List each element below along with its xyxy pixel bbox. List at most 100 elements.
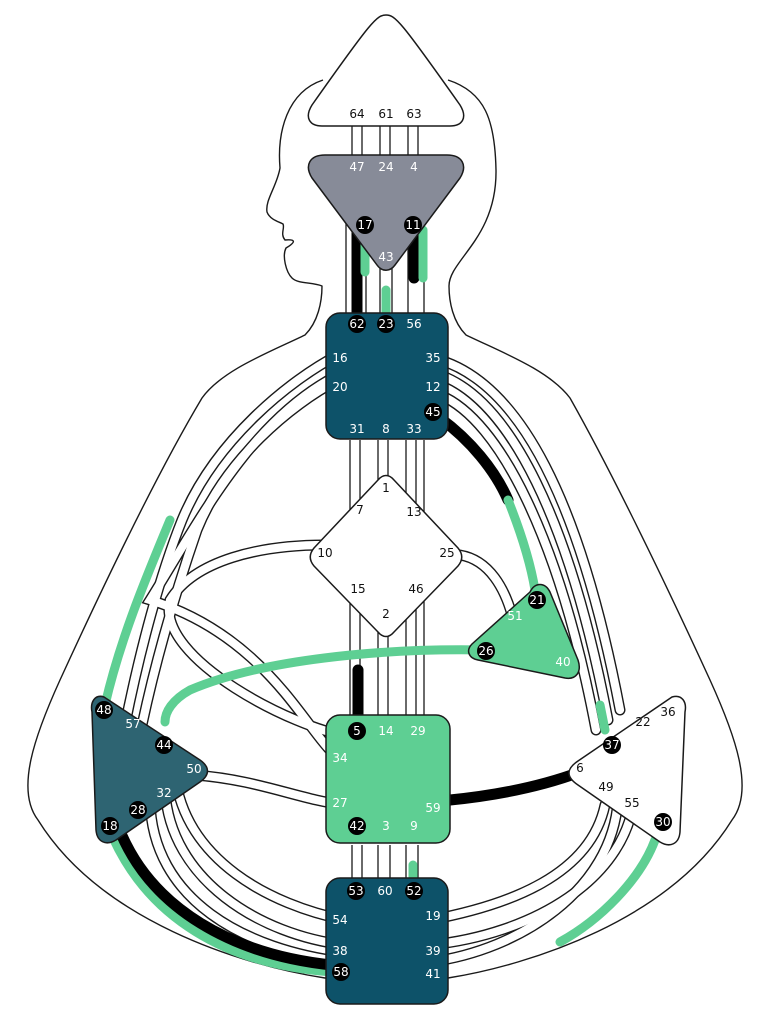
gate-dot <box>348 315 366 333</box>
gate-label: 35 <box>425 351 440 365</box>
gate-label: 23 <box>378 317 393 331</box>
head-shape <box>307 14 465 127</box>
gate-label: 40 <box>555 655 570 669</box>
gate-label: 7 <box>356 503 364 517</box>
gate-label: 18 <box>102 819 117 833</box>
gate-label: 8 <box>382 422 390 436</box>
gate-dot <box>347 882 365 900</box>
gate-label: 14 <box>378 724 393 738</box>
gate-label: 38 <box>332 944 347 958</box>
gate-dot <box>603 736 621 754</box>
gate-label: 22 <box>635 715 650 729</box>
heart-shape <box>467 583 580 680</box>
gate-label: 52 <box>406 884 421 898</box>
gate-dot <box>129 801 147 819</box>
gate-label: 64 <box>349 107 364 121</box>
ajna-shape <box>307 154 465 271</box>
gate-label: 4 <box>410 160 418 174</box>
gate-label: 43 <box>378 250 393 264</box>
gate-label: 9 <box>410 819 418 833</box>
gate-label: 30 <box>655 815 670 829</box>
gate-dot <box>477 642 495 660</box>
gate-label: 20 <box>332 380 347 394</box>
gate-label: 50 <box>186 762 201 776</box>
gate-label: 62 <box>349 317 364 331</box>
gate-label: 19 <box>425 909 440 923</box>
head-center <box>307 14 465 127</box>
spleen-shape <box>90 695 209 844</box>
gate-label: 57 <box>125 717 140 731</box>
gate-labels: 64 61 63 47 24 4 17 11 43 62 23 56 16 35… <box>96 107 675 981</box>
gate-label: 32 <box>156 786 171 800</box>
gate-label: 41 <box>425 967 440 981</box>
gate-dot <box>654 813 672 831</box>
gate-dot <box>377 315 395 333</box>
gate-label: 42 <box>349 819 364 833</box>
solar-plexus-shape <box>568 695 687 846</box>
gate-label: 21 <box>529 593 544 607</box>
gate-label: 48 <box>96 703 111 717</box>
gate-dot <box>101 817 119 835</box>
gate-label: 31 <box>349 422 364 436</box>
gate-label: 26 <box>478 644 493 658</box>
gate-label: 60 <box>377 884 392 898</box>
gate-dot <box>424 403 442 421</box>
root-shape <box>325 877 449 1005</box>
gate-label: 51 <box>507 609 522 623</box>
sacral-center <box>325 714 451 844</box>
gate-label: 45 <box>425 405 440 419</box>
gate-dot <box>356 216 374 234</box>
gate-label: 56 <box>406 317 421 331</box>
gate-label: 58 <box>333 965 348 979</box>
gate-label: 6 <box>576 761 584 775</box>
gate-label: 27 <box>332 796 347 810</box>
undefined-channels <box>119 349 641 968</box>
gate-label: 1 <box>382 481 390 495</box>
gate-label: 63 <box>406 107 421 121</box>
gate-label: 3 <box>382 819 390 833</box>
gate-label: 59 <box>425 801 440 815</box>
spleen-center <box>90 695 209 844</box>
gate-label: 33 <box>406 422 421 436</box>
gate-label: 15 <box>350 582 365 596</box>
gate-label: 49 <box>598 780 613 794</box>
gate-dot <box>95 701 113 719</box>
gate-label: 46 <box>408 582 423 596</box>
gate-label: 37 <box>604 738 619 752</box>
sacral-shape <box>325 714 451 844</box>
gate-label: 54 <box>332 913 347 927</box>
gate-label: 13 <box>406 505 421 519</box>
gate-label: 55 <box>624 796 639 810</box>
gate-dot <box>528 591 546 609</box>
gate-label: 2 <box>382 607 390 621</box>
heart-center <box>467 583 580 680</box>
gate-label: 61 <box>378 107 393 121</box>
gate-dot <box>348 722 366 740</box>
gate-dot <box>332 963 350 981</box>
gate-label: 47 <box>349 160 364 174</box>
gate-label: 25 <box>439 546 454 560</box>
gate-label: 53 <box>348 884 363 898</box>
throat-shape <box>325 312 449 440</box>
gate-label: 34 <box>332 751 347 765</box>
gate-label: 16 <box>332 351 347 365</box>
solar-plexus-center <box>568 695 687 846</box>
gate-label: 12 <box>425 380 440 394</box>
gate-dot <box>405 882 423 900</box>
gate-label: 29 <box>410 724 425 738</box>
gate-label: 44 <box>156 738 171 752</box>
gate-dot <box>155 736 173 754</box>
gate-dot <box>348 817 366 835</box>
gate-label: 24 <box>378 160 393 174</box>
body-silhouette <box>27 79 743 979</box>
gate-label: 10 <box>317 546 332 560</box>
gate-label: 36 <box>660 705 675 719</box>
activation-dots <box>95 216 672 981</box>
gate-label: 17 <box>357 218 372 232</box>
gate-label: 5 <box>353 724 361 738</box>
root-center <box>325 877 449 1005</box>
g-shape <box>309 474 463 638</box>
gate-label: 28 <box>130 803 145 817</box>
activated-channels <box>100 219 660 977</box>
